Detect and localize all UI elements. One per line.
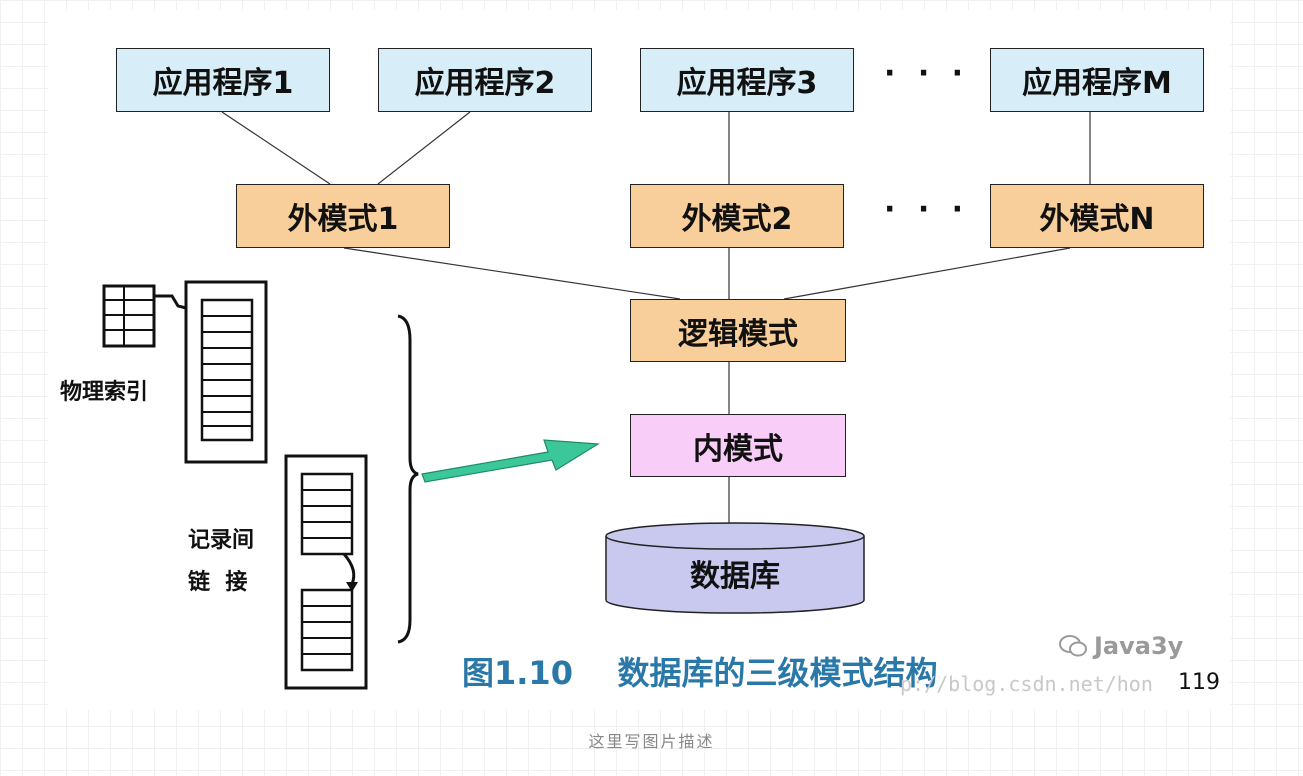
- record-link-label-line2: 链 接: [188, 570, 248, 595]
- watermark-url: p://blog.csdn.net/hon: [900, 672, 1153, 696]
- green-arrow: [421, 439, 600, 483]
- internal-schema-box: 内模式: [630, 414, 846, 477]
- app-ellipsis: · · ·: [884, 56, 970, 91]
- app-label-2: 应用程序2: [414, 66, 556, 101]
- external-schema-box-n: 外模式N: [990, 184, 1204, 248]
- external-schema-label-2: 外模式2: [681, 202, 793, 237]
- external-schema-box-1: 外模式1: [236, 184, 450, 248]
- line-app1-ext1: [221, 111, 331, 185]
- line-app2-ext1: [377, 111, 471, 185]
- logical-schema-label: 逻辑模式: [678, 316, 798, 352]
- external-ellipsis: · · ·: [884, 192, 970, 227]
- database-cylinder: [605, 522, 865, 614]
- external-schema-box-2: 外模式2: [630, 184, 844, 248]
- physical-index-label: 物理索引: [60, 380, 149, 405]
- external-schema-label-1: 外模式1: [287, 202, 399, 237]
- record-link-file: [284, 454, 368, 690]
- app-label-m: 应用程序M: [1022, 66, 1172, 101]
- page-number: 119: [1178, 670, 1220, 695]
- app-box-3: 应用程序3: [640, 48, 854, 112]
- app-box-m: 应用程序M: [990, 48, 1204, 112]
- internal-schema-label: 内模式: [693, 431, 783, 467]
- wechat-icon: [1059, 635, 1087, 657]
- app-box-1: 应用程序1: [116, 48, 330, 112]
- figure-caption: 图1.10 数据库的三级模式结构: [462, 654, 938, 692]
- database-label: 数据库: [690, 559, 780, 594]
- app-label-1: 应用程序1: [152, 66, 294, 101]
- image-description: 这里写图片描述: [588, 732, 715, 751]
- curly-brace: [397, 314, 419, 644]
- physical-index-file: [184, 280, 268, 464]
- external-schema-label-n: 外模式N: [1039, 202, 1155, 237]
- logical-schema-box: 逻辑模式: [630, 299, 846, 362]
- line-extn-logic: [783, 247, 1071, 300]
- app-label-3: 应用程序3: [676, 66, 818, 101]
- record-link-label-line1: 记录间: [188, 528, 255, 553]
- app-box-2: 应用程序2: [378, 48, 592, 112]
- line-ext1-logic: [343, 247, 681, 300]
- watermark-text: Java3y: [1094, 632, 1184, 660]
- physical-index-table: [102, 284, 204, 348]
- watermark: Java3y: [1058, 632, 1183, 660]
